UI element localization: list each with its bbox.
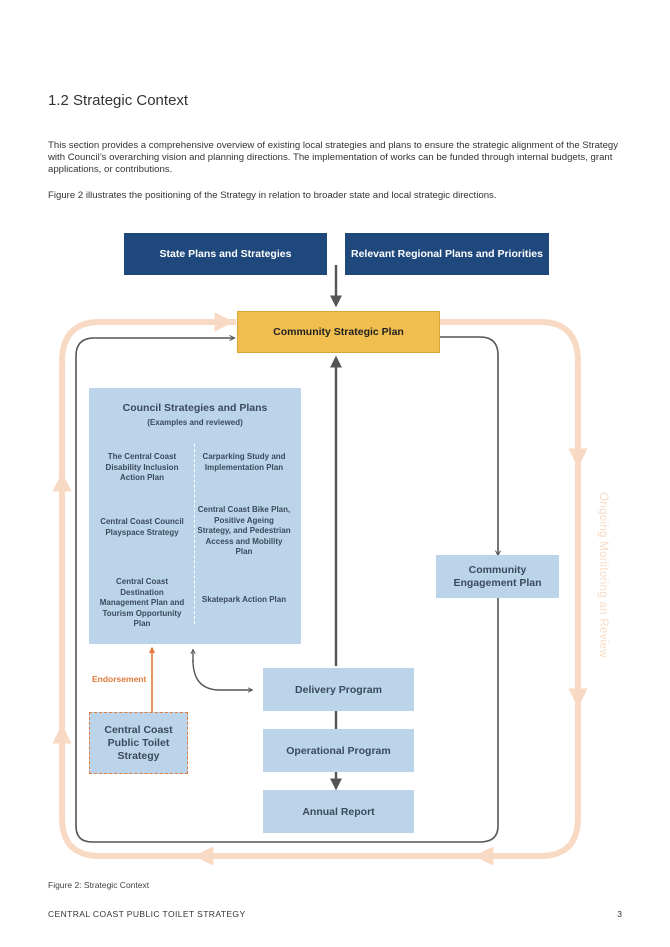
delivery-program-box: Delivery Program: [263, 668, 414, 711]
inner-loop: [440, 336, 498, 555]
page-number: 3: [617, 909, 622, 919]
footer-title: CENTRAL COAST PUBLIC TOILET STRATEGY: [48, 909, 246, 919]
monitoring-loop-arrows: [52, 312, 588, 866]
council-strategies-title: Council Strategies and Plans: [122, 402, 268, 414]
figure-reference-paragraph: Figure 2 illustrates the positioning of …: [48, 190, 497, 201]
section-heading: 1.2 Strategic Context: [48, 92, 189, 109]
monitoring-label: Ongoing Monitoring an Review: [597, 492, 609, 658]
annual-report-box: Annual Report: [263, 790, 414, 833]
endorsement-label: Endorsement: [92, 674, 147, 684]
council-divider: [194, 444, 195, 624]
intro-paragraph: This section provides a comprehensive ov…: [48, 140, 619, 175]
council-strategies-box: Council Strategies and Plans (Examples a…: [89, 388, 301, 644]
regional-plans-box: Relevant Regional Plans and Priorities: [345, 233, 549, 275]
inner-loop-lower: [75, 338, 499, 843]
council-item: Skatepark Action Plan: [201, 595, 287, 604]
council-item: The Central Coast Disability Inclusion A…: [105, 452, 179, 482]
council-delivery-curve: [192, 659, 252, 690]
monitoring-loop: [59, 319, 581, 859]
council-item: Central Coast Destination Management Pla…: [99, 577, 185, 628]
community-strategic-plan-box: Community Strategic Plan: [237, 311, 440, 353]
operational-program-box: Operational Program: [263, 729, 414, 772]
council-item: Central Coast Council Playspace Strategy: [100, 517, 184, 537]
community-engagement-box: Community Engagement Plan: [436, 555, 559, 598]
toilet-strategy-box: Central Coast Public Toilet Strategy: [89, 712, 188, 774]
state-plans-box: State Plans and Strategies: [124, 233, 327, 275]
council-item: Carparking Study and Implementation Plan: [202, 452, 286, 472]
council-item: Central Coast Bike Plan, Positive Ageing…: [197, 505, 291, 556]
figure-caption: Figure 2: Strategic Context: [48, 880, 150, 890]
council-strategies-subtitle: (Examples and reviewed): [147, 418, 243, 427]
